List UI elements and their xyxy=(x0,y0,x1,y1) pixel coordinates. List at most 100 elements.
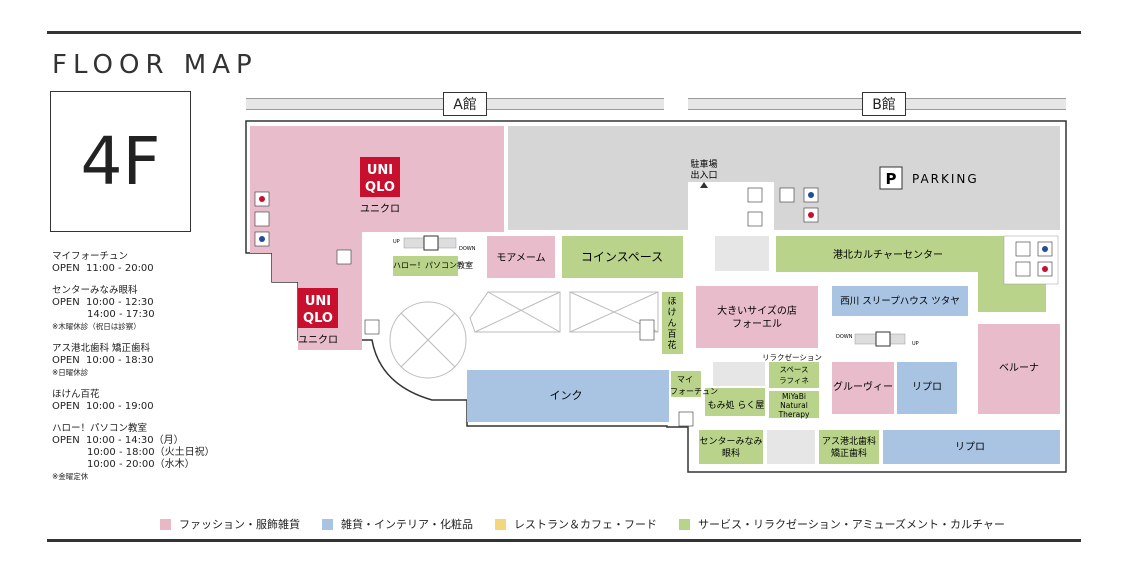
parking-payment-icon xyxy=(747,211,763,227)
floor-indicator: 4F xyxy=(50,91,191,232)
center-eye-label: 眼科 xyxy=(722,447,740,459)
uniqlo-logo-text: UNI xyxy=(305,294,331,309)
uniqlo-logo-text: QLO xyxy=(303,311,333,326)
escalator-up-label: UP xyxy=(393,239,400,245)
void-cross xyxy=(487,291,561,333)
relax-label: ラフィネ xyxy=(779,376,809,385)
nishikawa-label: 西川 スリープハウス ツタヤ xyxy=(840,296,959,307)
ripro-shop[interactable] xyxy=(897,362,957,414)
parking-entrance-label: 駐車場 xyxy=(690,158,717,170)
legend-label: レストラン＆カフェ・フード xyxy=(514,518,657,531)
uniqlo-logo-text: QLO xyxy=(365,180,395,195)
restroom-male-dot xyxy=(259,236,265,242)
relax-shop[interactable] xyxy=(769,362,819,388)
hours-line: 10:00 - 20:00（水木） xyxy=(52,459,195,470)
nishikawa-shop[interactable] xyxy=(832,286,968,316)
legend-item: レストラン＆カフェ・フード xyxy=(495,516,657,532)
legend-item: サービス・リラクゼーション・アミューズメント・カルチャー xyxy=(679,516,1005,532)
legend-label: 雑貨・インテリア・化粧品 xyxy=(341,518,473,531)
escalator-up-label: UP xyxy=(912,341,919,347)
escalator-down-label: DOWN xyxy=(836,334,853,340)
beluna-shop[interactable] xyxy=(978,324,1060,414)
hours-item: ハロー！パソコン教室 OPEN 10:00 - 14:30（月） 10:00 -… xyxy=(52,423,242,483)
hours-line: OPEN 10:00 - 18:30 xyxy=(52,355,154,366)
moamame-label: モアメーム xyxy=(496,252,545,264)
hours-line: OPEN 10:00 - 12:30 xyxy=(52,297,154,308)
uniqlo-label: ユニクロ xyxy=(298,334,338,346)
hoken-label: 花 xyxy=(667,339,676,351)
hoken-label: け xyxy=(667,307,676,318)
asu-dental-shop[interactable] xyxy=(819,430,879,464)
hours-item: センターみなみ眼科 OPEN 10:00 - 12:30 14:00 - 17:… xyxy=(52,285,242,333)
ripro-label: リプロ xyxy=(912,381,942,393)
parking-p-icon xyxy=(879,166,903,190)
beluna-label: ベルーナ xyxy=(999,362,1039,374)
restroom-female-dot xyxy=(808,212,814,218)
hours-line: OPEN 11:00 - 20:00 xyxy=(52,263,154,274)
miyabi-label: MiYaBi xyxy=(782,392,806,401)
elevator-icon xyxy=(747,187,763,203)
entrance-arrow-icon xyxy=(700,182,708,188)
grey-block xyxy=(713,362,765,386)
stairs-icon xyxy=(364,319,380,335)
ookii-label: フォーエル xyxy=(732,319,782,330)
hoken-shop[interactable] xyxy=(662,292,683,354)
parking-entrance-label: 出入口 xyxy=(690,169,717,181)
ink-label: インク xyxy=(550,389,583,402)
hoken-label: ほ xyxy=(667,296,676,307)
ink-shop[interactable] xyxy=(467,370,669,422)
hours-item: ほけん百花 OPEN 10:00 - 19:00 xyxy=(52,389,242,413)
legend-label: サービス・リラクゼーション・アミューズメント・カルチャー xyxy=(698,518,1005,531)
hours-line: 14:00 - 17:30 xyxy=(52,309,155,320)
center-eye-shop[interactable] xyxy=(699,430,763,464)
legend-item: 雑貨・インテリア・化粧品 xyxy=(322,516,473,532)
elevator-icon xyxy=(678,411,694,427)
ookii-label: 大きいサイズの店 xyxy=(717,304,797,317)
top-rule xyxy=(47,31,1081,34)
miyabi-shop[interactable] xyxy=(769,391,819,418)
hoken-label: ん xyxy=(667,318,676,329)
momidokoro-shop[interactable] xyxy=(705,388,765,416)
myfortune-shop[interactable] xyxy=(671,371,701,397)
legend-swatch xyxy=(160,518,171,530)
grey-block xyxy=(715,236,769,271)
void-cross xyxy=(569,291,659,333)
kohoku-culture-shop[interactable] xyxy=(776,236,1002,272)
relax-label: スペース xyxy=(779,365,808,374)
legend-swatch xyxy=(495,518,506,530)
ripro2-label: リプロ xyxy=(955,441,985,453)
relax-label: リラクゼーション xyxy=(762,352,822,362)
hours-item: アス港北歯科 矯正歯科 OPEN 10:00 - 18:30 ※日曜休診 xyxy=(52,343,242,379)
asu-dental-label: アス港北歯科 xyxy=(822,435,876,447)
miyabi-label: Therapy xyxy=(778,410,810,419)
restroom-female-dot xyxy=(259,196,265,202)
hello-pc-shop[interactable] xyxy=(393,256,458,276)
building-a-label: A館 xyxy=(443,92,487,116)
atrium-cross xyxy=(400,312,456,368)
nursery-icon xyxy=(1015,261,1031,277)
legend-item: ファッション・服飾雑貨 xyxy=(160,516,300,532)
moamame-shop[interactable] xyxy=(487,236,555,278)
ripro2-shop[interactable] xyxy=(883,430,1060,464)
hours-shop-name: アス港北歯科 矯正歯科 xyxy=(52,343,151,354)
building-b-label: B館 xyxy=(862,92,906,116)
bottom-rule xyxy=(47,539,1081,542)
escalator-sign-icon xyxy=(875,331,891,347)
coinspace-label: コインスペース xyxy=(581,250,663,264)
hoken-label: 百 xyxy=(667,329,676,340)
groovy-label: グルーヴィー xyxy=(833,380,893,393)
accessible-icon xyxy=(1015,241,1031,257)
uniqlo-logo-text: UNI xyxy=(367,163,393,178)
miyabi-label: Natural xyxy=(780,401,808,410)
groovy-shop[interactable] xyxy=(832,362,894,414)
coinspace-shop[interactable] xyxy=(562,236,683,278)
elevator-icon xyxy=(336,249,352,265)
asu-dental-label: 矯正歯科 xyxy=(831,447,867,459)
ookii-shop[interactable] xyxy=(696,286,818,348)
escalator-down-label: DOWN xyxy=(459,246,476,252)
hours-shop-name: ハロー！パソコン教室 xyxy=(52,423,148,434)
hours-line: OPEN 10:00 - 19:00 xyxy=(52,401,154,412)
center-eye-label: センターみなみ xyxy=(699,436,762,447)
kohoku-culture-label: 港北カルチャーセンター xyxy=(833,249,943,261)
